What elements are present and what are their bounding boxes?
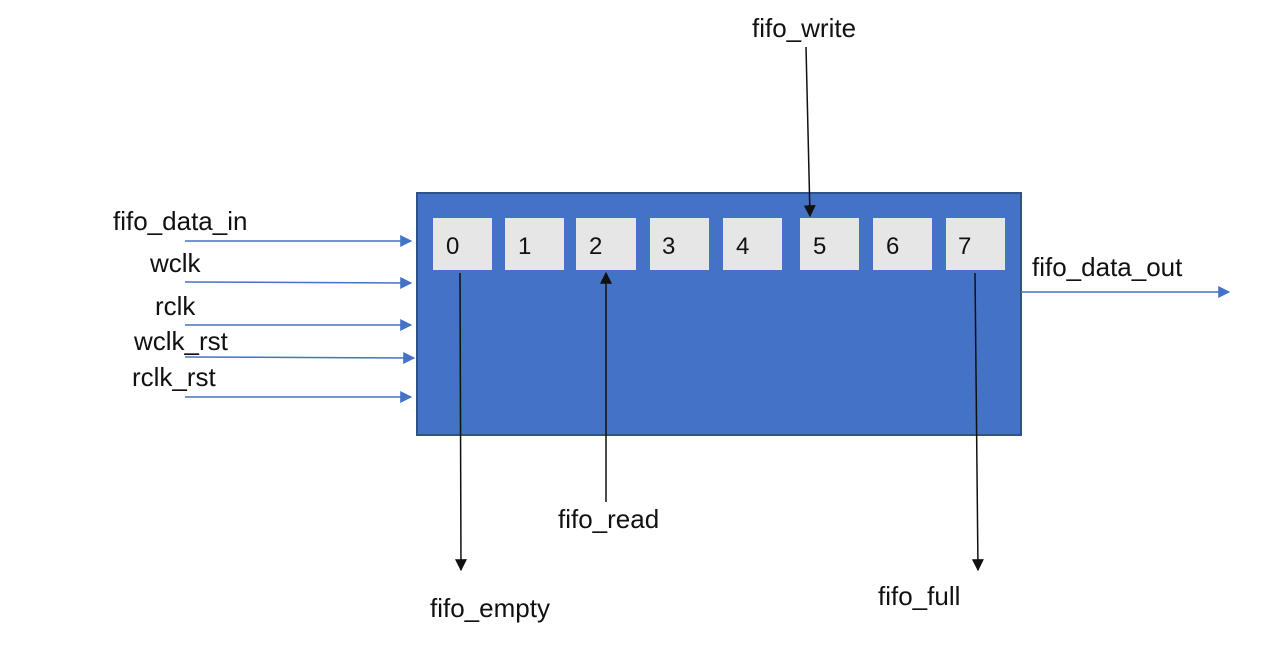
fifo-slot-6: 6	[873, 218, 932, 270]
fifo-slot-2: 2	[576, 218, 636, 270]
output-label-empty: fifo_empty	[430, 593, 550, 623]
input-arrow-wclk-rst	[184, 351, 416, 364]
slot-label: 7	[958, 233, 971, 260]
input-label-wclk: wclk	[149, 248, 202, 278]
slot-label: 6	[886, 233, 899, 260]
output-arrow-empty	[454, 272, 467, 572]
input-label-rclk: rclk	[155, 291, 196, 321]
pointer-label-write: fifo_write	[752, 13, 856, 43]
input-label-wclk-rst: wclk_rst	[133, 326, 229, 356]
fifo-slot-1: 1	[505, 218, 564, 270]
slot-label: 1	[518, 233, 531, 260]
output-label-full: fifo_full	[878, 581, 960, 611]
pointer-arrow-write	[803, 46, 816, 218]
input-label-rclk-rst: rclk_rst	[132, 362, 217, 392]
output-arrow-full	[971, 272, 984, 572]
input-arrow-wclk	[184, 276, 413, 289]
slot-label: 2	[589, 233, 602, 260]
fifo-slot-0: 0	[433, 218, 492, 270]
output-label-data-out: fifo_data_out	[1032, 252, 1183, 282]
slot-label: 3	[662, 233, 675, 260]
slot-label: 4	[736, 233, 749, 260]
slot-label: 5	[813, 233, 826, 260]
slot-label: 0	[446, 233, 459, 260]
fifo-slot-4: 4	[723, 218, 782, 270]
fifo-slot-3: 3	[650, 218, 709, 270]
fifo-slot-7: 7	[946, 218, 1005, 270]
fifo-slot-5: 5	[800, 218, 859, 270]
pointer-label-read: fifo_read	[558, 504, 659, 534]
input-label-data-in: fifo_data_in	[113, 206, 247, 236]
